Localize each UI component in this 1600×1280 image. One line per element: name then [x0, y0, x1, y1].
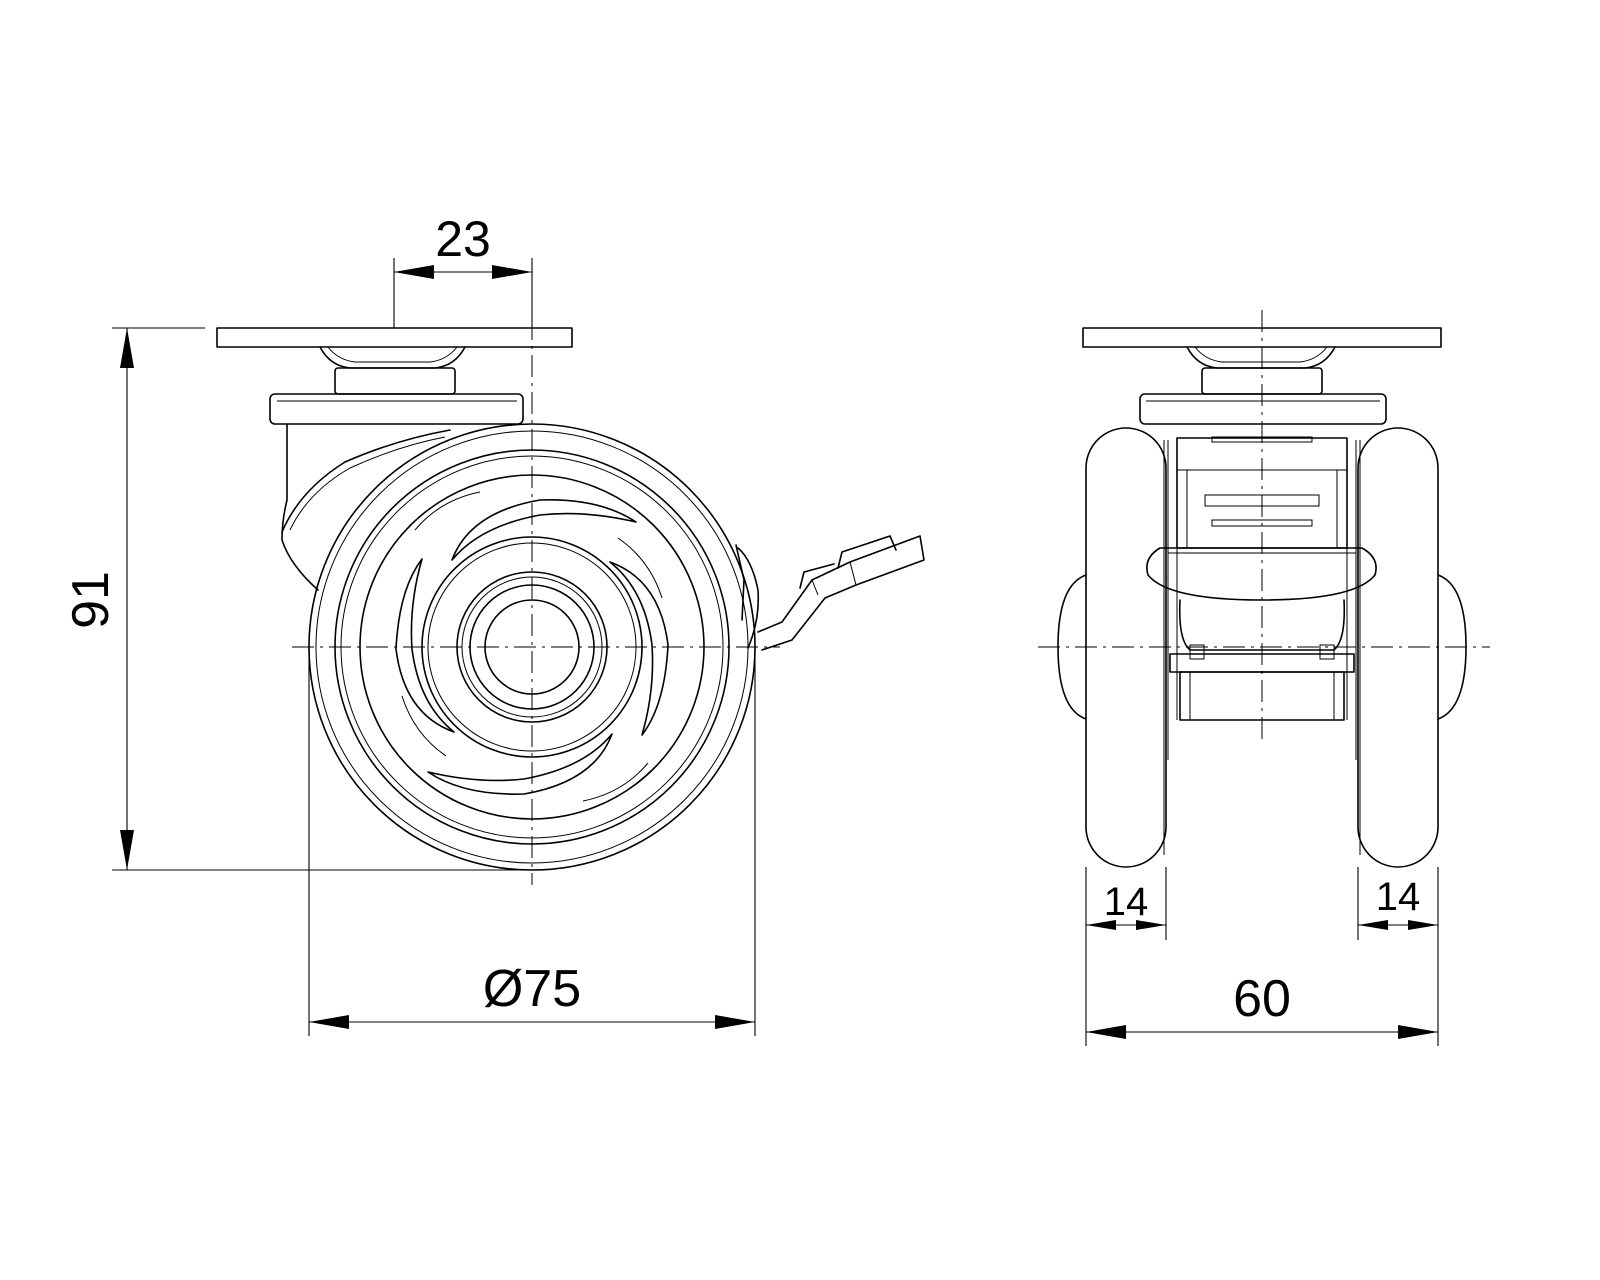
wheel-spokes — [395, 491, 669, 802]
dim-left-width-label: 14 — [1104, 880, 1149, 924]
dimension-right-wheel-width — [1357, 867, 1439, 940]
dimension-left-wheel-width — [1085, 867, 1167, 940]
dim-right-width-label: 14 — [1376, 875, 1421, 919]
front-swivel-dome — [1186, 346, 1336, 369]
front-fork-mechanism — [1146, 436, 1377, 760]
side-view — [216, 318, 925, 885]
dim-diameter-label: Ø75 — [483, 960, 581, 1018]
dim-height-label: 91 — [62, 571, 120, 629]
front-brake-pedal — [1146, 547, 1377, 601]
dimension-overall-width — [1085, 940, 1439, 1046]
front-fork-top — [1139, 393, 1387, 425]
side-top-plate — [216, 327, 573, 348]
side-fork-body — [281, 423, 319, 591]
dim-overall-width-label: 60 — [1233, 970, 1291, 1028]
dimension-offset — [393, 258, 533, 328]
side-kingpin-collar — [334, 367, 456, 395]
front-view — [1038, 310, 1490, 868]
dim-offset-label: 23 — [435, 211, 491, 267]
dimension-height — [112, 327, 532, 871]
side-fork-top — [269, 393, 524, 425]
dimension-wheel-diameter — [308, 647, 756, 1036]
side-brake-lever — [735, 535, 925, 651]
side-swivel-dome — [319, 346, 466, 369]
